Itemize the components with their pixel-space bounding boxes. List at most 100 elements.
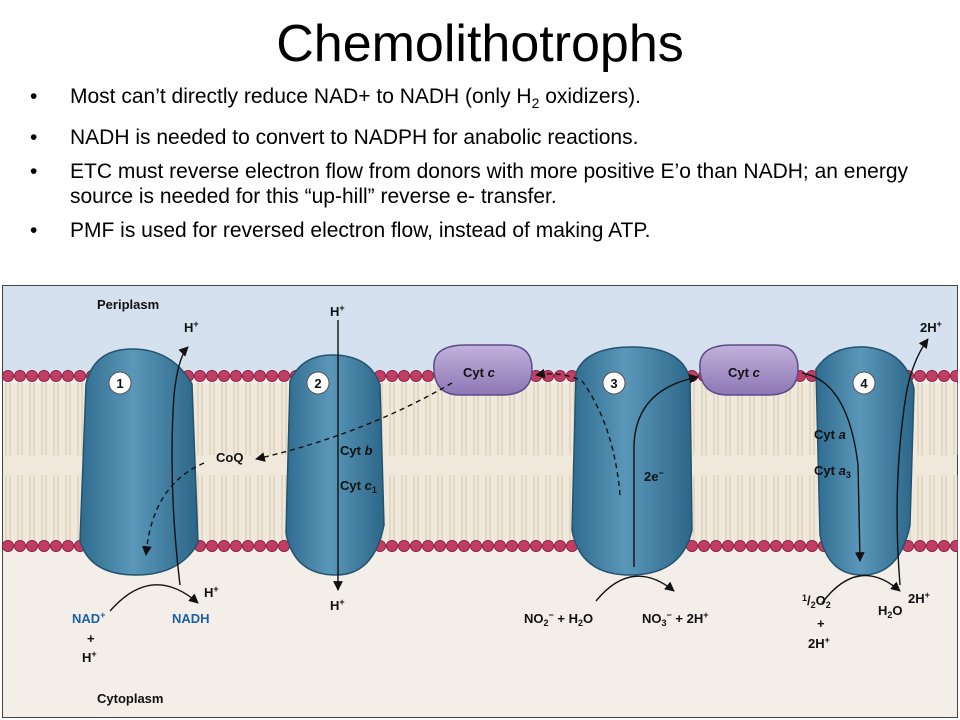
complex-number-3: 3 bbox=[610, 376, 617, 391]
two-proton-label: 2H bbox=[808, 636, 825, 651]
bullet-dot: • bbox=[30, 219, 38, 243]
lipid-head bbox=[229, 539, 242, 552]
lipid-head bbox=[397, 539, 410, 552]
two-electron-label: 2e bbox=[644, 469, 658, 484]
cyt-c-italic: c bbox=[488, 365, 496, 380]
lipid-head bbox=[265, 539, 278, 552]
proton-sup: + bbox=[925, 590, 930, 600]
cytoplasm-label: Cytoplasm bbox=[97, 691, 163, 706]
coq-to-complex1-arrow bbox=[141, 462, 205, 556]
bullet-item: •NADH is needed to convert to NADPH for … bbox=[30, 125, 940, 150]
lipid-head bbox=[62, 539, 75, 552]
cyt-c-italic: c bbox=[753, 365, 761, 380]
complex-number-4: 4 bbox=[860, 376, 868, 391]
plus-sign: + bbox=[87, 631, 95, 646]
proton-sup: + bbox=[937, 319, 942, 329]
lipid-head bbox=[205, 370, 218, 383]
lipid-head bbox=[698, 539, 711, 552]
lipid-head bbox=[397, 370, 410, 383]
lipid-head bbox=[505, 539, 518, 552]
two-proton-label: 2H bbox=[908, 591, 925, 606]
complex-number-2: 2 bbox=[314, 376, 321, 391]
two-proton-label: 2H bbox=[920, 320, 937, 335]
lipid-head bbox=[38, 370, 51, 383]
bullet-list: • Most can’t directly reduce NAD+ to NADH… bbox=[30, 84, 940, 252]
lipid-head bbox=[217, 370, 230, 383]
bullet-dot: • bbox=[30, 160, 38, 184]
bullet-item: •Most can’t directly reduce NAD+ to NADH… bbox=[30, 84, 940, 116]
lipid-head bbox=[794, 539, 807, 552]
water-o: O bbox=[583, 611, 593, 626]
lipid-head bbox=[782, 539, 795, 552]
nitrite-sup: − bbox=[549, 610, 554, 620]
svg-text:Cyt c1: Cyt c1 bbox=[340, 478, 377, 495]
half-denominator: 2 bbox=[811, 600, 816, 610]
oxygen-label: O bbox=[816, 593, 826, 608]
lipid-head bbox=[277, 370, 290, 383]
periplasm-label: Periplasm bbox=[97, 297, 159, 312]
nadh-label: NADH bbox=[172, 611, 210, 626]
cyt-c-left: Cyt c bbox=[433, 344, 533, 396]
cyt-c-label: Cyt bbox=[728, 365, 750, 380]
plus-sign: + bbox=[817, 616, 825, 631]
lipid-head bbox=[457, 539, 470, 552]
lipid-head bbox=[554, 370, 567, 383]
cyt-a-italic: a bbox=[839, 427, 846, 442]
lipid-head bbox=[950, 540, 958, 552]
oxygen-reduction-arrow bbox=[821, 574, 901, 604]
lipid-head bbox=[950, 370, 958, 382]
oxygen-sub: 2 bbox=[826, 600, 831, 610]
nitrate-sup: − bbox=[667, 610, 672, 620]
lipid-head bbox=[938, 370, 951, 383]
svg-text:Cyt a3: Cyt a3 bbox=[814, 463, 851, 480]
lipid-head bbox=[542, 370, 555, 383]
bullet-text: Most can’t directly reduce NAD+ to NADH … bbox=[70, 85, 532, 108]
lipid-head bbox=[385, 539, 398, 552]
lipid-head bbox=[481, 539, 494, 552]
lipid-head bbox=[13, 539, 26, 552]
lipid-head bbox=[25, 370, 38, 383]
svg-text:NO2− + H2O: NO2− + H2O bbox=[524, 610, 593, 628]
bullet-tail: oxidizers). bbox=[539, 85, 641, 108]
lipid-head bbox=[2, 370, 14, 383]
lipid-head bbox=[409, 539, 422, 552]
nad-reduction-arrow bbox=[109, 584, 199, 612]
proton-label: H bbox=[184, 320, 193, 335]
svg-text:2e−: 2e− bbox=[644, 468, 664, 484]
svg-text:1/2O2: 1/2O2 bbox=[802, 593, 831, 610]
bullet-dot: • bbox=[30, 126, 38, 150]
svg-text:NAD+: NAD+ bbox=[72, 610, 105, 626]
proton-label: H bbox=[204, 585, 213, 600]
cyt-c1-italic: c bbox=[365, 478, 373, 493]
bullet-subscript: 2 bbox=[531, 95, 540, 112]
proton-sup: + bbox=[91, 649, 96, 659]
lipid-head bbox=[469, 539, 482, 552]
cytc-to-coq-arrow bbox=[255, 382, 453, 462]
water-product-sub: 2 bbox=[887, 610, 892, 620]
two-electron-sup: − bbox=[658, 468, 663, 478]
lipid-head bbox=[746, 539, 759, 552]
lipid-head bbox=[217, 539, 230, 552]
flow-arrows bbox=[109, 320, 929, 612]
svg-text:Cyt c: Cyt c bbox=[728, 365, 761, 380]
plus-two-protons: + 2H bbox=[672, 611, 703, 626]
proton-sup: + bbox=[339, 597, 344, 607]
cyt-c-label: Cyt bbox=[463, 365, 485, 380]
lipid-head bbox=[13, 370, 26, 383]
cyt-c1-subscript: 1 bbox=[372, 485, 377, 495]
etc-figure: Periplasm Cytoplasm 1 2 3 4 Cyt c Cyt c … bbox=[2, 285, 958, 718]
lipid-head bbox=[722, 539, 735, 552]
cyt-a3-italic: a bbox=[839, 463, 846, 478]
svg-text:Cyt c: Cyt c bbox=[463, 365, 496, 380]
cyt-c1-label: Cyt bbox=[340, 478, 362, 493]
svg-text:H+: H+ bbox=[82, 649, 97, 665]
lipid-head bbox=[253, 370, 266, 383]
lipid-head bbox=[241, 370, 254, 383]
lipid-head bbox=[806, 539, 819, 552]
lipid-head bbox=[530, 539, 543, 552]
lipid-head bbox=[542, 539, 555, 552]
electron-arrow-3 bbox=[633, 373, 699, 567]
lipid-head bbox=[25, 539, 38, 552]
lipid-head bbox=[50, 370, 63, 383]
complex-3: 3 bbox=[571, 346, 693, 576]
